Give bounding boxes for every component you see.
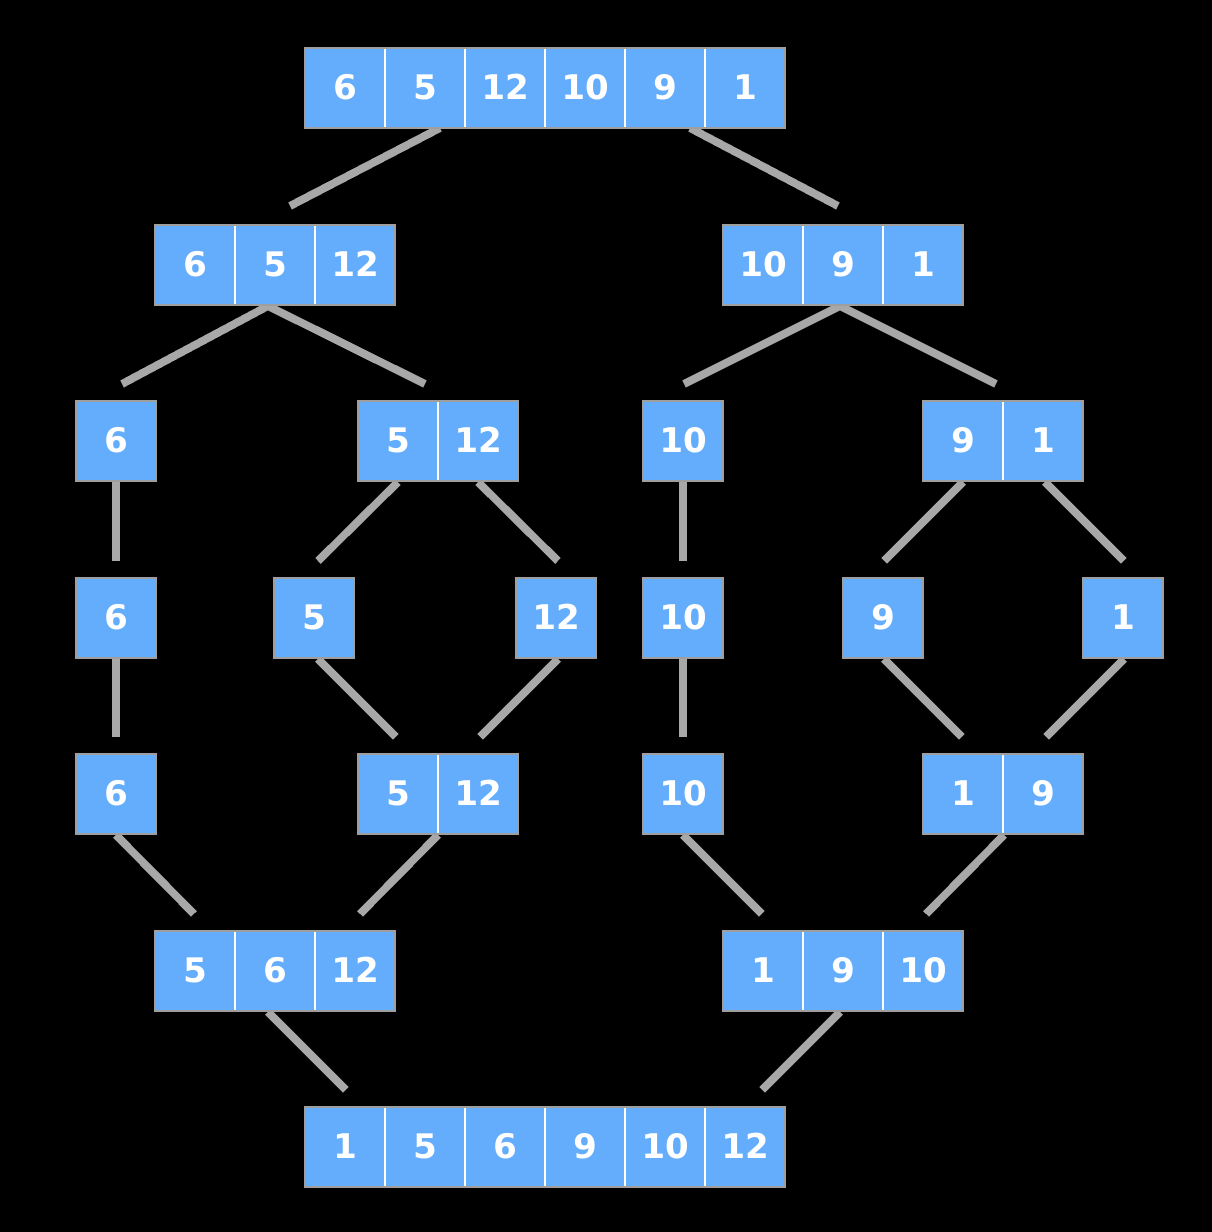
tree-edge — [881, 656, 965, 740]
array-cell: 5 — [156, 932, 234, 1010]
tree-edge — [265, 1009, 349, 1093]
array-cell: 1 — [1002, 402, 1082, 480]
array-cell: 10 — [644, 402, 722, 480]
tree-edge — [315, 479, 401, 564]
tree-edge — [680, 832, 765, 917]
array-cell: 10 — [624, 1108, 704, 1186]
array-cell: 9 — [924, 402, 1002, 480]
array-cell: 10 — [644, 579, 722, 657]
tree-edge — [266, 302, 427, 388]
array-node: 10 — [642, 753, 724, 835]
array-cell: 12 — [314, 932, 394, 1010]
array-node: 10 — [642, 400, 724, 482]
array-cell: 10 — [544, 49, 624, 127]
array-cell: 1 — [1084, 579, 1162, 657]
tree-edge — [113, 832, 197, 917]
tree-edge — [315, 656, 399, 740]
array-cell: 6 — [306, 49, 384, 127]
array-cell: 5 — [275, 579, 353, 657]
tree-edge — [477, 656, 561, 740]
array-node: 6 — [75, 577, 157, 659]
array-cell: 5 — [384, 1108, 464, 1186]
array-cell: 6 — [156, 226, 234, 304]
array-node: 9 — [842, 577, 924, 659]
tree-edge — [923, 832, 1007, 917]
array-cell: 12 — [517, 579, 595, 657]
array-node: 6 — [75, 753, 157, 835]
array-cell: 12 — [704, 1108, 784, 1186]
array-cell: 9 — [802, 226, 882, 304]
array-cell: 5 — [359, 402, 437, 480]
array-cell: 9 — [802, 932, 882, 1010]
tree-edge — [688, 124, 840, 210]
tree-edge — [288, 124, 442, 210]
array-cell: 1 — [924, 755, 1002, 833]
array-cell: 9 — [1002, 755, 1082, 833]
tree-edge — [682, 302, 842, 388]
array-cell: 5 — [234, 226, 314, 304]
tree-edge — [838, 302, 998, 388]
array-cell: 6 — [77, 402, 155, 480]
array-cell: 12 — [464, 49, 544, 127]
array-node: 1 — [1082, 577, 1164, 659]
tree-edge — [357, 832, 441, 917]
array-cell: 6 — [77, 755, 155, 833]
tree-edge — [1043, 656, 1127, 740]
array-cell: 5 — [359, 755, 437, 833]
array-cell: 12 — [314, 226, 394, 304]
tree-edge — [475, 479, 561, 564]
array-cell: 6 — [234, 932, 314, 1010]
array-cell: 1 — [306, 1108, 384, 1186]
array-cell: 12 — [437, 402, 517, 480]
array-cell: 12 — [437, 755, 517, 833]
tree-edge — [1042, 479, 1127, 564]
array-cell: 6 — [77, 579, 155, 657]
array-cell: 9 — [544, 1108, 624, 1186]
tree-edge — [759, 1009, 843, 1093]
array-cell: 5 — [384, 49, 464, 127]
array-cell: 1 — [704, 49, 784, 127]
array-cell: 10 — [644, 755, 722, 833]
array-node: 6 — [75, 400, 157, 482]
array-cell: 10 — [882, 932, 962, 1010]
array-cell: 1 — [882, 226, 962, 304]
array-cell: 10 — [724, 226, 802, 304]
array-cell: 9 — [844, 579, 922, 657]
array-cell: 6 — [464, 1108, 544, 1186]
array-node: 12 — [515, 577, 597, 659]
array-cell: 9 — [624, 49, 704, 127]
tree-edge — [881, 479, 966, 564]
array-node: 5 — [273, 577, 355, 659]
array-node: 10 — [642, 577, 724, 659]
array-cell: 1 — [724, 932, 802, 1010]
tree-edge — [120, 302, 270, 388]
